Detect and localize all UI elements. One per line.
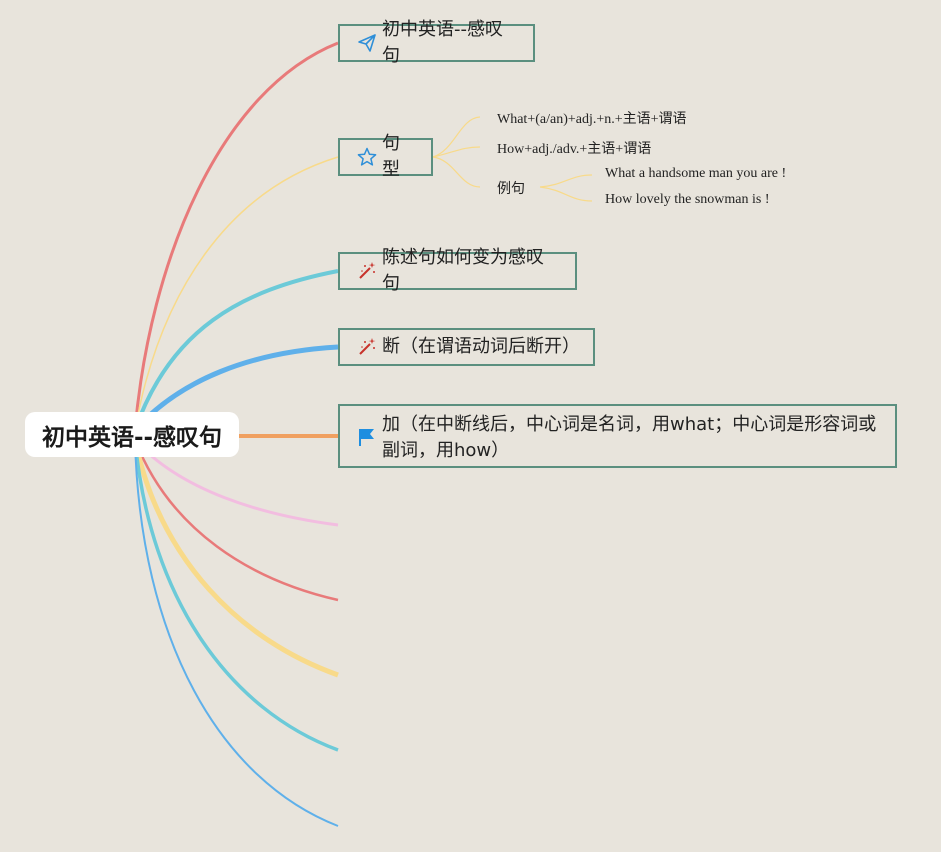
branch-line-2 <box>134 156 339 431</box>
example-sentence-1-label: What a handsome man you are ! <box>605 166 787 181</box>
magic-wand-icon <box>356 336 378 358</box>
central-topic-label: 初中英语--感叹句 <box>41 424 223 451</box>
pattern-how-label: How+adj./adv.+主语+谓语 <box>497 142 652 157</box>
sub-line-1 <box>432 116 481 158</box>
topic-conversion-label: 陈述句如何变为感叹句 <box>382 247 544 294</box>
topic-pattern[interactable]: 句型 <box>338 133 433 180</box>
branch-line-8 <box>132 439 339 678</box>
topic-add[interactable]: 加（在中断线后，中心词是名词，用what；中心词是形容词或副词，用how） <box>338 404 897 468</box>
sub-line-4 <box>539 174 593 188</box>
branch-line-9 <box>133 439 339 752</box>
branch-line-10 <box>134 439 339 827</box>
pattern-what-label: What+(a/an)+adj.+n.+主语+谓语 <box>497 112 687 127</box>
sub-line-5 <box>539 186 593 202</box>
topic-conversion[interactable]: 陈述句如何变为感叹句 <box>338 247 577 294</box>
branch-line-3 <box>133 269 339 431</box>
magic-wand-icon <box>356 260 378 282</box>
example-sentence-2-label: How lovely the snowman is ! <box>605 192 770 207</box>
topic-break[interactable]: 断（在谓语动词后断开） <box>338 328 595 366</box>
pattern-example[interactable]: 例句 <box>497 178 525 198</box>
paper-plane-icon <box>356 32 378 54</box>
sub-line-2 <box>432 146 481 158</box>
pattern-example-label: 例句 <box>497 181 525 197</box>
star-icon <box>356 146 378 168</box>
topic-pattern-label: 句型 <box>382 133 400 180</box>
topic-title[interactable]: 初中英语--感叹句 <box>338 19 535 66</box>
branch-line-6 <box>133 438 339 527</box>
branch-line-7 <box>133 439 339 602</box>
pattern-how[interactable]: How+adj./adv.+主语+谓语 <box>497 138 651 158</box>
central-topic[interactable]: 初中英语--感叹句 <box>25 412 239 457</box>
topic-break-label: 断（在谓语动词后断开） <box>382 336 580 357</box>
flag-icon <box>356 426 378 448</box>
example-sentence-2[interactable]: How lovely the snowman is ! <box>605 192 769 208</box>
topic-add-label: 加（在中断线后，中心词是名词，用what；中心词是形容词或副词，用how） <box>382 414 877 461</box>
sub-line-3 <box>432 156 481 188</box>
pattern-what[interactable]: What+(a/an)+adj.+n.+主语+谓语 <box>497 108 687 128</box>
branch-line-1 <box>133 41 339 431</box>
topic-title-label: 初中英语--感叹句 <box>382 19 503 66</box>
example-sentence-1[interactable]: What a handsome man you are ! <box>605 166 786 182</box>
